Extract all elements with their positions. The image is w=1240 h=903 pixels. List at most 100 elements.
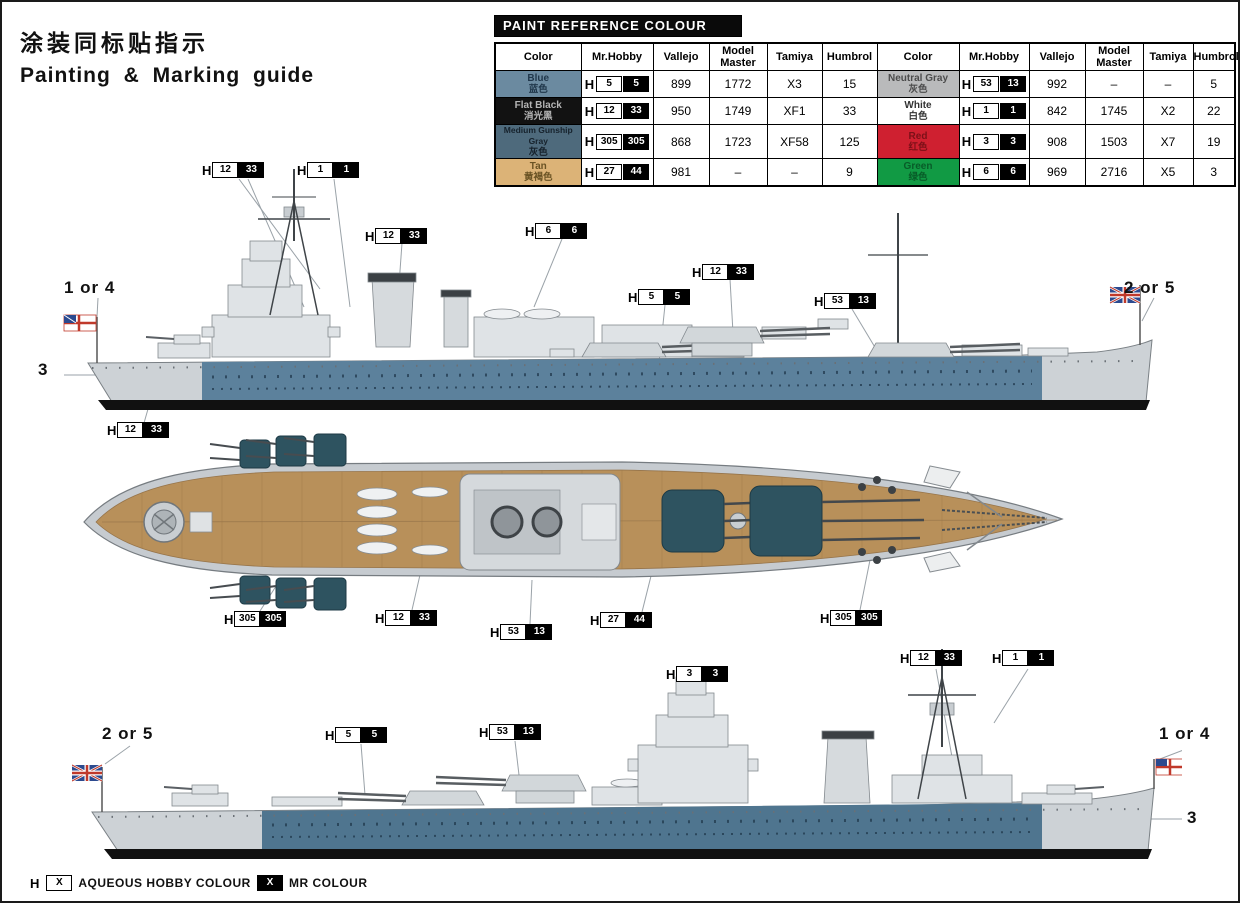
mr-code: 5 <box>361 727 388 743</box>
h-prefix: H <box>961 134 972 149</box>
color-name-zh: 红色 <box>908 141 928 153</box>
col-modelmaster-2: Model Master <box>1084 42 1144 71</box>
plan-hull <box>83 461 1064 578</box>
x-placeholder-box: X <box>46 875 73 891</box>
aqueous-code: 1 <box>1002 650 1029 666</box>
col-mrhobby: Mr.Hobby <box>580 42 654 71</box>
h-prefix: H <box>961 76 972 92</box>
leader-lines <box>64 178 1155 424</box>
tamiya-cell: X2 <box>1142 97 1194 125</box>
h-prefix: H <box>479 724 489 740</box>
aqueous-code: 6 <box>973 164 1000 180</box>
humbrol-cell: 15 <box>821 70 878 98</box>
aqueous-code: 1 <box>973 103 1000 119</box>
mr-code: 5 <box>664 289 691 305</box>
h-prefix: H <box>584 103 595 119</box>
legend-aqueous-text: AQUEOUS HOBBY COLOUR <box>78 876 251 890</box>
plan-superstructure <box>459 473 747 571</box>
swatch-neutral-gray: Neutral Gray 灰色 <box>876 70 960 98</box>
decal-label-top-stern: 2 or 5 <box>1124 278 1176 297</box>
swatch-tan: Tan 黄褐色 <box>494 158 582 187</box>
vallejo-cell: 899 <box>652 70 710 98</box>
color-name: Blue <box>527 73 550 84</box>
mr-code: 6 <box>561 223 588 239</box>
title-block: 涂装同标贴指示 Painting & Marking guide <box>20 24 314 88</box>
mr-code: 5 <box>623 76 650 92</box>
aqueous-code: 1 <box>307 162 334 178</box>
aqueous-code: 53 <box>824 293 851 309</box>
h-prefix: H <box>202 162 212 178</box>
page-title-chinese: 涂装同标贴指示 <box>20 30 209 56</box>
aqueous-code: 12 <box>702 264 729 280</box>
aqueous-code: 3 <box>676 666 703 682</box>
aqueous-code: 27 <box>596 164 623 180</box>
swatch-blue: Blue 蓝色 <box>494 70 582 98</box>
color-name-zh: 灰色 <box>528 147 548 158</box>
color-name: White <box>904 100 932 111</box>
h-prefix: H <box>30 875 40 891</box>
aqueous-code: 5 <box>638 289 665 305</box>
tamiya-cell: – <box>766 158 823 187</box>
mr-code: 305 <box>623 133 650 150</box>
mr-code: 3 <box>1000 133 1027 150</box>
aqueous-code: 3 <box>973 133 1000 150</box>
swatch-white: White 白色 <box>876 97 960 125</box>
swatch-green: Green 绿色 <box>876 158 960 187</box>
superstructure <box>163 676 1105 807</box>
aqueous-code: 12 <box>117 422 144 438</box>
mr-code: 1 <box>333 162 360 178</box>
col-tamiya-2: Tamiya <box>1142 42 1194 71</box>
modelmaster-cell: 1503 <box>1084 124 1144 159</box>
h-prefix: H <box>584 134 595 149</box>
legend-mr-colour: X MR COLOUR <box>257 875 368 891</box>
mr-code: 305 <box>260 611 287 627</box>
humbrol-cell: 19 <box>1192 124 1236 159</box>
mr-code: 33 <box>728 264 755 280</box>
modelmaster-cell: – <box>708 158 768 187</box>
modelmaster-cell: 2716 <box>1084 158 1144 187</box>
col-humbrol: Humbrol <box>821 42 878 71</box>
col-color-2: Color <box>876 42 960 71</box>
mr-code: 33 <box>401 228 428 244</box>
h-prefix: H <box>820 610 830 626</box>
hull <box>87 339 1153 410</box>
h-prefix: H <box>107 422 117 438</box>
col-color: Color <box>494 42 582 71</box>
vallejo-cell: 992 <box>1028 70 1086 98</box>
color-name: Tan <box>529 161 547 172</box>
decal-label-top-hull: 3 <box>38 360 49 379</box>
top-ship-side-view <box>63 169 1155 424</box>
modelmaster-cell: 1745 <box>1084 97 1144 125</box>
leader-lines <box>104 668 1182 820</box>
h-prefix: H <box>365 228 375 244</box>
h-prefix: H <box>666 666 676 682</box>
aqueous-code: 5 <box>335 727 362 743</box>
humbrol-cell: 9 <box>821 158 878 187</box>
main-turrets-plan <box>661 485 925 557</box>
h-prefix: H <box>224 611 234 627</box>
legend-aqueous: H X AQUEOUS HOBBY COLOUR <box>30 875 251 891</box>
main-turrets <box>337 774 587 806</box>
tamiya-cell: X7 <box>1142 124 1194 159</box>
color-name-zh: 消光黑 <box>523 111 553 122</box>
aqueous-code: 5 <box>596 76 623 92</box>
mr-code: 305 <box>856 610 883 626</box>
